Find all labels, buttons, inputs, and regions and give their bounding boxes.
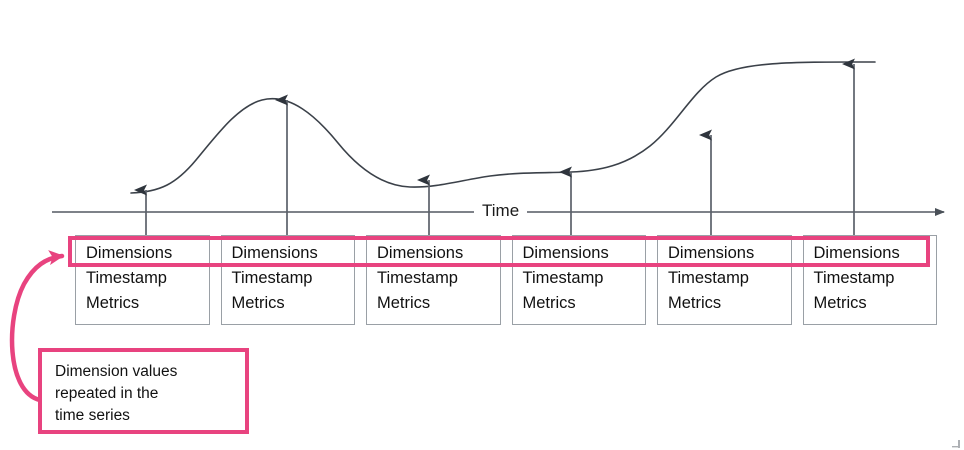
record-box[interactable]: Dimensions Timestamp Metrics <box>511 235 646 325</box>
record-box[interactable]: Dimensions Timestamp Metrics <box>75 235 210 325</box>
record-boxes-row: Dimensions Timestamp Metrics Dimensions … <box>75 235 937 325</box>
corner-artifact-mark <box>952 440 960 448</box>
callout-line-1: Dimension values <box>55 363 178 380</box>
record-box[interactable]: Dimensions Timestamp Metrics <box>802 235 937 325</box>
record-metrics-label: Metrics <box>813 294 867 312</box>
record-dimensions-label: Dimensions <box>231 244 318 262</box>
record-dimensions-label: Dimensions <box>813 244 900 262</box>
record-timestamp-label: Timestamp <box>522 269 604 287</box>
record-dimensions-label: Dimensions <box>377 244 464 262</box>
record-timestamp-label: Timestamp <box>668 269 749 287</box>
callout-box: Dimension values repeated in the time se… <box>38 348 249 434</box>
time-series-curve <box>130 61 876 194</box>
record-dimensions-label: Dimensions <box>522 244 609 262</box>
record-metrics-label: Metrics <box>668 294 722 312</box>
record-timestamp-label: Timestamp <box>377 269 458 287</box>
record-box[interactable]: Dimensions Timestamp Metrics <box>220 235 355 325</box>
callout-pointer-arrow <box>9 250 65 403</box>
record-timestamp-label: Timestamp <box>231 269 313 287</box>
record-timestamp-label: Timestamp <box>86 269 167 287</box>
record-metrics-label: Metrics <box>377 294 431 312</box>
callout-line-2: repeated in the <box>55 385 159 402</box>
record-timestamp-label: Timestamp <box>813 269 895 287</box>
record-box[interactable]: Dimensions Timestamp Metrics <box>657 235 792 325</box>
record-metrics-label: Metrics <box>522 294 576 312</box>
record-metrics-label: Metrics <box>231 294 285 312</box>
callout-line-3: time series <box>55 407 130 424</box>
time-axis-label: Time <box>474 200 528 222</box>
record-box[interactable]: Dimensions Timestamp Metrics <box>366 235 501 325</box>
record-metrics-label: Metrics <box>86 294 140 312</box>
record-dimensions-label: Dimensions <box>86 244 173 262</box>
record-dimensions-label: Dimensions <box>668 244 755 262</box>
